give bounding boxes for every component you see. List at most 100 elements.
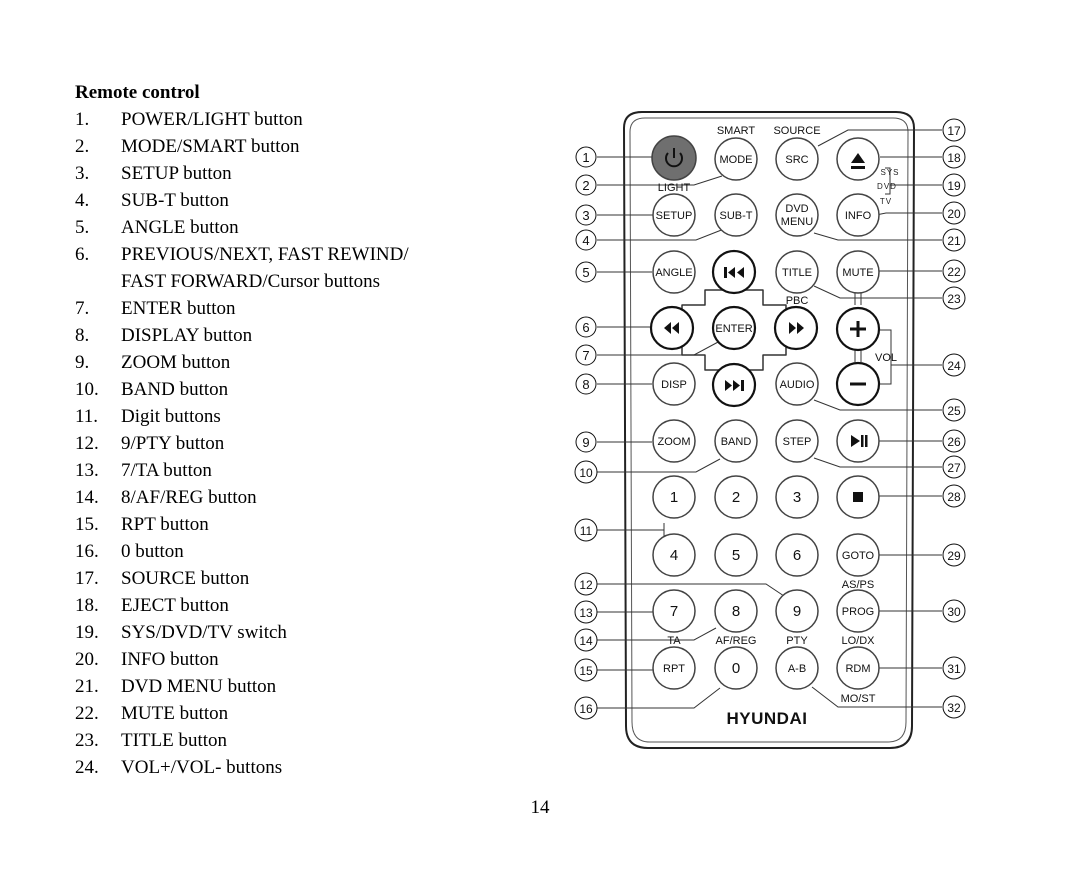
item-number: 14. [75,487,99,508]
item-number: 22. [75,703,99,724]
item-text: 0 button [121,541,184,562]
button-shapes [652,137,880,690]
leader-lines [597,129,942,709]
eject-icon[interactable] [851,153,865,169]
list-item: 15.RPT button [75,511,545,538]
item-text: POWER/LIGHT button [121,109,303,130]
dpad-outline [681,289,787,371]
callout-26: 26 [947,435,961,449]
list-item: 3. SETUP button [75,160,545,187]
audio-button[interactable]: AUDIO [780,379,815,391]
digit-8-button[interactable]: 8 [732,603,740,620]
item-text: RPT button [121,514,209,535]
item-number: 6. [75,244,90,265]
digit-7-button[interactable]: 7 [670,603,678,620]
callout-15: 15 [579,664,593,678]
zoom-button[interactable]: ZOOM [658,436,691,448]
angle-button[interactable]: ANGLE [655,267,692,279]
section-heading: Remote control [75,82,200,103]
item-text: SUB-T button [121,190,229,211]
rpt-button[interactable]: RPT [663,663,685,675]
brand-logo: HYUNDAI [727,709,808,728]
info-button[interactable]: INFO [845,210,872,222]
enter-button[interactable]: ENTER [715,323,752,335]
item-text: MODE/SMART button [121,136,300,157]
digit-9-button[interactable]: 9 [793,603,801,620]
power-button[interactable] [651,135,697,181]
mute-button[interactable]: MUTE [842,267,873,279]
item-number: 4. [75,190,90,211]
digit-5-button[interactable]: 5 [732,547,740,564]
disp-button[interactable]: DISP [661,379,687,391]
title-button[interactable]: TITLE [782,267,812,279]
item-text: PREVIOUS/NEXT, FAST REWIND/ [121,244,409,265]
callout-31: 31 [947,662,961,676]
callout-14: 14 [579,634,593,648]
most-label: MO/ST [841,693,876,705]
callout-7: 7 [582,348,589,363]
digit-4-button[interactable]: 4 [670,547,678,564]
button-list: 1.POWER/LIGHT button 2.MODE/SMART button… [75,106,545,781]
item-text: EJECT button [121,595,229,616]
callout-17: 17 [947,124,961,138]
callout-2: 2 [582,178,589,193]
mode-switch-labels: SYS DVD TV [877,168,899,206]
item-text: SYS/DVD/TV switch [121,622,287,643]
power-icon [665,152,683,168]
item-text: DISPLAY button [121,325,253,346]
digit-1-button[interactable]: 1 [670,489,678,506]
band-button[interactable]: BAND [721,436,752,448]
callout-29: 29 [947,549,961,563]
ta-label: TA [667,635,681,647]
sys-label: SYS [880,168,899,177]
vol-plus-icon [850,321,866,337]
digit-3-button[interactable]: 3 [793,489,801,506]
item-number: 17. [75,568,99,589]
callout-25: 25 [947,404,961,418]
item-number: 16. [75,541,99,562]
dvd-menu-button-line1[interactable]: DVD [785,203,808,215]
prog-button[interactable]: PROG [842,606,874,618]
callout-6: 6 [582,320,589,335]
source-label: SOURCE [773,125,820,137]
item-number: 7. [75,298,90,319]
subt-button[interactable]: SUB-T [720,210,753,222]
callout-12: 12 [579,578,593,592]
transport-icons [664,267,868,502]
mode-button[interactable]: MODE [720,154,753,166]
page-number: 14 [530,797,550,818]
callout-13: 13 [579,606,593,620]
list-item: 14.8/AF/REG button [75,484,545,511]
list-item: 7.ENTER button [75,295,545,322]
item-text: TITLE button [121,730,228,751]
callouts-right: 17 18 19 20 21 22 23 24 25 26 27 28 29 3… [942,118,966,719]
item-text: SOURCE button [121,568,250,589]
item-number: 2. [75,136,90,157]
ab-button[interactable]: A-B [788,663,806,675]
digit-2-button[interactable]: 2 [732,489,740,506]
item-number: 3. [75,163,90,184]
step-button[interactable]: STEP [783,436,812,448]
digit-labels: 1 2 3 4 5 6 7 8 9 0 [670,489,801,677]
list-item: 6. PREVIOUS/NEXT, FAST REWIND/ [75,241,545,268]
src-button[interactable]: SRC [785,154,808,166]
callout-24: 24 [947,359,961,373]
previous-icon [724,267,744,278]
goto-button[interactable]: GOTO [842,550,875,562]
dvd-label: DVD [877,182,897,191]
list-item: 20.INFO button [75,646,545,673]
setup-button[interactable]: SETUP [656,210,693,222]
rdm-button[interactable]: RDM [845,663,870,675]
dvd-menu-button-line2[interactable]: MENU [781,216,813,228]
digit-0-button[interactable]: 0 [732,660,740,677]
play-pause-icon [851,435,868,447]
item-text: SETUP button [121,163,232,184]
item-number: 18. [75,595,99,616]
callout-10: 10 [579,466,593,480]
next-icon [725,380,744,391]
item-number: 11. [75,406,99,427]
item-number: 5. [75,217,90,238]
stop-icon [853,492,863,502]
callout-4: 4 [582,233,589,248]
digit-6-button[interactable]: 6 [793,547,801,564]
